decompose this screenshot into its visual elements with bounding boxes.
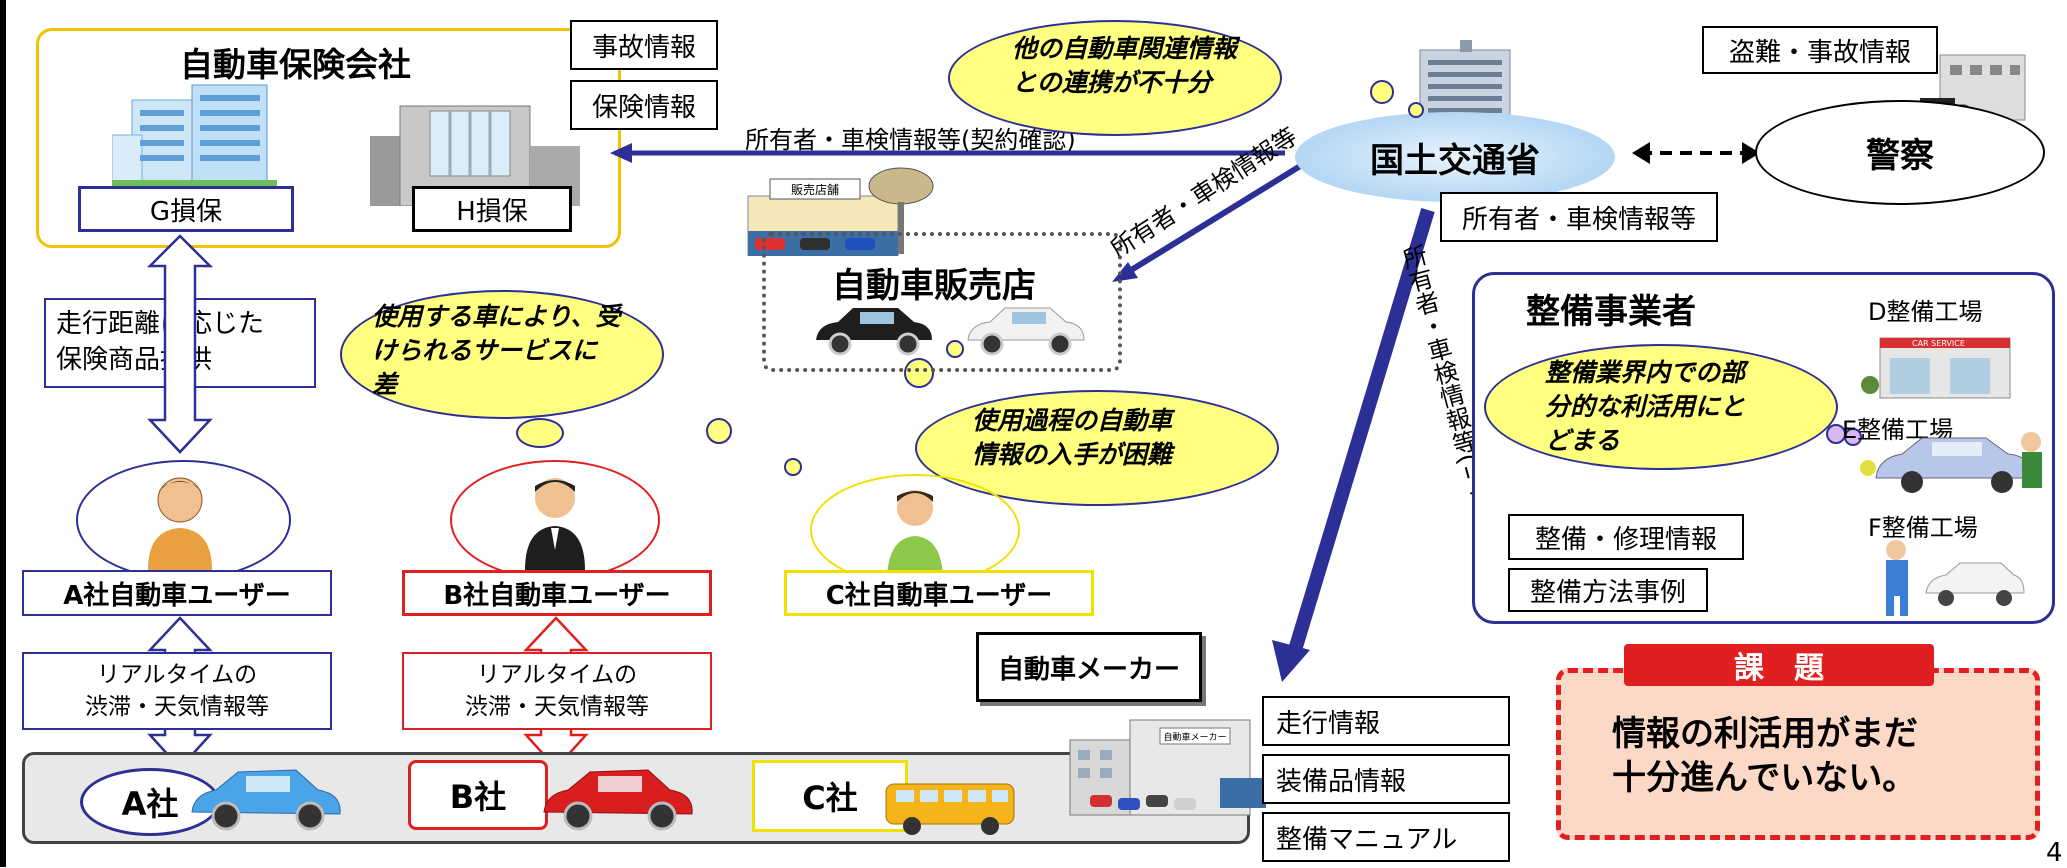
repair-info-box: 整備・修理情報 [1508,514,1744,560]
maker-manual-box: 整備マニュアル [1262,812,1510,862]
repair-cloud [1484,344,1838,470]
insurance-title: 自動車保険会社 [180,45,411,84]
repair-f-label: F整備工場 [1868,514,1978,542]
dealer-box [762,232,1122,372]
dealer-signpost-icon [868,167,934,254]
left-border [0,0,6,867]
company-b-box: B社 [408,760,548,830]
maker-factory-icon: 自動車メーカー [1069,719,1266,816]
a-user-avatar-icon [148,477,212,570]
h-building-icon [370,105,580,206]
issue-header: 課 題 [1624,644,1934,686]
f-repair-mechanic-icon [1886,540,2025,616]
repair-cloud-text: 整備業界内での部 分的な利活用にと どまる [1545,358,1746,455]
mlit-to-insurer-label: 所有者・車検情報等(契約確認) [745,126,1076,154]
maker-manual: 整備マニュアル [1276,824,1458,855]
company-a-label: A社 [121,785,179,823]
company-c-box: C社 [752,760,908,832]
maker-building-sign: 自動車メーカー [1163,731,1226,743]
repair-d-label: D整備工場 [1868,298,1983,326]
mlit-to-dealer-arrow [1126,157,1312,275]
maker-driving-info: 走行情報 [1276,708,1381,739]
e-repair-car-icon [1860,432,2042,493]
dealer-title: 自動車販売店 [832,266,1036,306]
dealer-shop-icon: 販売店舗 [747,178,899,256]
mlit-cloud-dot-1 [1370,80,1394,104]
mlit-owner-info-box: 所有者・車検情報等 [1440,192,1718,242]
maker-equipment-info: 装備品情報 [1276,766,1407,797]
service-cloud-dot-1 [516,418,564,448]
maker-title-box: 自動車メーカー [976,632,1202,702]
service-cloud-dot-2 [706,418,732,444]
g-building-icon [112,84,277,190]
usage-cloud-dot-1 [904,358,934,388]
usage-cloud-text: 使用過程の自動車 情報の入手が困難 [972,406,1173,469]
car-service-sign: CAR SERVICE [1912,339,1965,348]
dealer-sign-text: 販売店舗 [791,182,839,197]
insurance-group [36,28,621,248]
mlit-cloud-dot-2 [1408,102,1424,118]
issue-box [1556,668,2040,840]
repair-title: 整備事業者 [1526,292,1696,332]
police-title: 警察 [1866,136,1934,176]
b-user-label: B社自動車ユーザー [402,570,712,616]
red-car-icon [543,769,693,831]
black-car-icon [816,308,932,356]
blue-car-icon [191,769,341,831]
insurer-user-hollow-arrow [146,234,214,454]
company-c-label: C社 [802,779,858,817]
maker-driving-info-box: 走行情報 [1262,696,1510,746]
mlit-to-maker-arrow [1288,207,1435,653]
service-cloud [340,290,664,419]
h-insurer-label: H損保 [412,186,572,232]
police-theft-info-box: 盗難・事故情報 [1702,26,1938,74]
service-cloud-dot-3 [784,458,802,476]
white-car-icon [967,307,1085,356]
d-repair-shop-icon: CAR SERVICE [1861,337,2011,399]
b-realtime-box: リアルタイムの 渋滞・天気情報等 [402,652,712,730]
maker-equipment-info-box: 装備品情報 [1262,754,1510,804]
b-user-avatar-icon [525,478,585,570]
service-cloud-text: 使用する車により、受 けられるサービスに 差 [372,302,621,399]
yellow-bus-icon [885,783,1015,835]
mlit-cloud-text: 他の自動車関連情報 との連携が不十分 [1012,34,1238,97]
c-user-label: C社自動車ユーザー [784,570,1094,616]
a-realtime-box: リアルタイムの 渋滞・天気情報等 [22,652,332,730]
police-ellipse: 警察 [1755,100,2045,205]
repair-cloud-dot-2 [1844,428,1862,446]
accident-info-box: 事故情報 [570,20,718,70]
usage-cloud-dot-2 [946,340,964,358]
a-user-label: A社自動車ユーザー [22,570,332,616]
c-user-avatar-icon [887,490,943,582]
b-realtime-text: リアルタイムの 渋滞・天気情報等 [465,662,649,720]
mlit-cloud [948,20,1282,136]
company-b-label: B社 [449,778,507,816]
a-realtime-text: リアルタイムの 渋滞・天気情報等 [85,662,269,720]
mlit-ellipse: 国土交通省 [1295,112,1615,202]
page-number: 4 [2046,838,2063,868]
insurance-info-box: 保険情報 [570,80,718,130]
repair-method-cases-box: 整備方法事例 [1508,568,1708,612]
mlit-title: 国土交通省 [1370,140,1540,181]
issue-text: 情報の利活用がまだ 十分進んでいない。 [1612,714,1918,798]
g-insurer-label: G損保 [78,186,294,232]
